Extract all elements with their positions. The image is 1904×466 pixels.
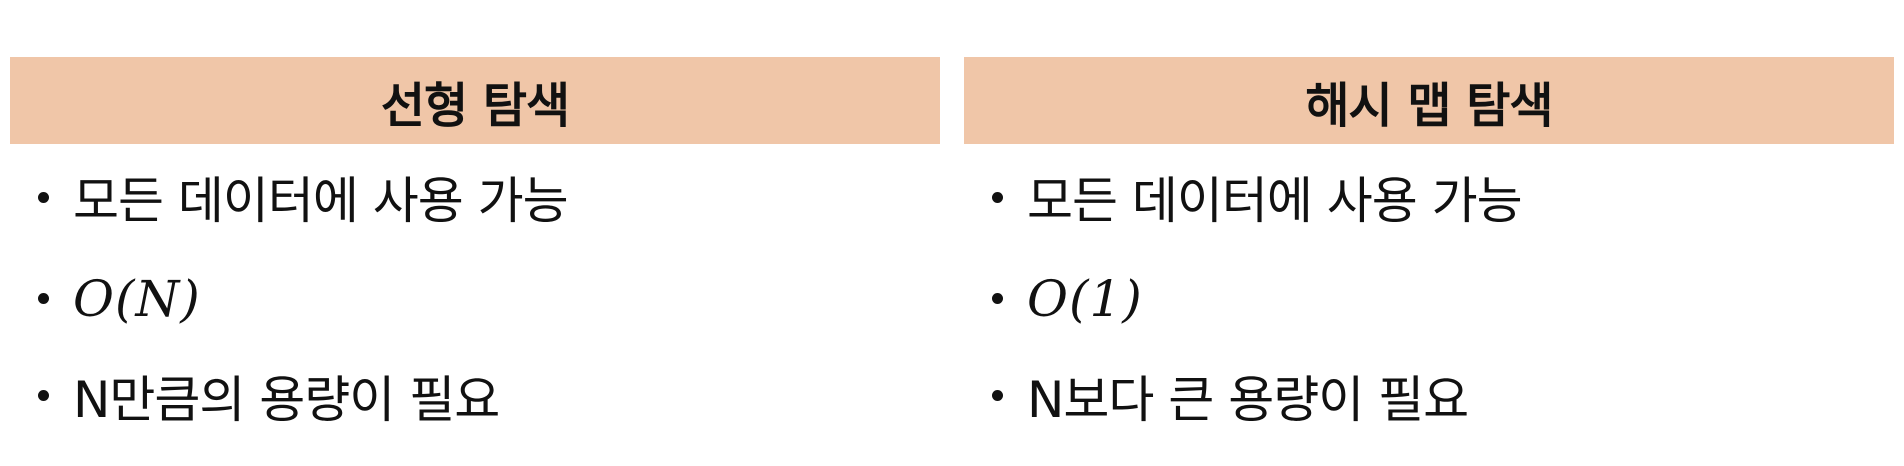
- bullet-text: 모든 데이터에 사용 가능: [73, 172, 569, 230]
- bullet-icon: [992, 191, 1003, 203]
- list-item: 모든 데이터에 사용 가능: [964, 144, 1894, 250]
- bullet-icon: [992, 293, 1003, 304]
- list-item: O(N): [10, 250, 940, 347]
- bullet-text: N보다 큰 용량이 필요: [1027, 370, 1469, 429]
- list-item: O(1): [964, 250, 1894, 347]
- bullet-icon: [38, 390, 49, 401]
- list-item: N보다 큰 용량이 필요: [964, 347, 1894, 444]
- list-item: 모든 데이터에 사용 가능: [10, 144, 940, 250]
- complexity-text: O(N): [73, 269, 201, 328]
- hashmap-search-column: 해시 맵 탐색 모든 데이터에 사용 가능 O(1) N보다 큰 용량이 필요: [964, 57, 1894, 444]
- hashmap-search-list: 모든 데이터에 사용 가능 O(1) N보다 큰 용량이 필요: [964, 144, 1894, 444]
- complexity-text: O(1): [1027, 269, 1143, 328]
- bullet-icon: [992, 390, 1003, 401]
- hashmap-search-header: 해시 맵 탐색: [964, 57, 1894, 144]
- bullet-text: N만큼의 용량이 필요: [73, 370, 500, 429]
- bullet-icon: [38, 191, 49, 203]
- linear-search-column: 선형 탐색 모든 데이터에 사용 가능 O(N) N만큼의 용량이 필요: [10, 57, 940, 444]
- linear-search-list: 모든 데이터에 사용 가능 O(N) N만큼의 용량이 필요: [10, 144, 940, 444]
- bullet-text: 모든 데이터에 사용 가능: [1027, 172, 1523, 230]
- list-item: N만큼의 용량이 필요: [10, 347, 940, 444]
- linear-search-header: 선형 탐색: [10, 57, 940, 144]
- bullet-icon: [38, 293, 49, 304]
